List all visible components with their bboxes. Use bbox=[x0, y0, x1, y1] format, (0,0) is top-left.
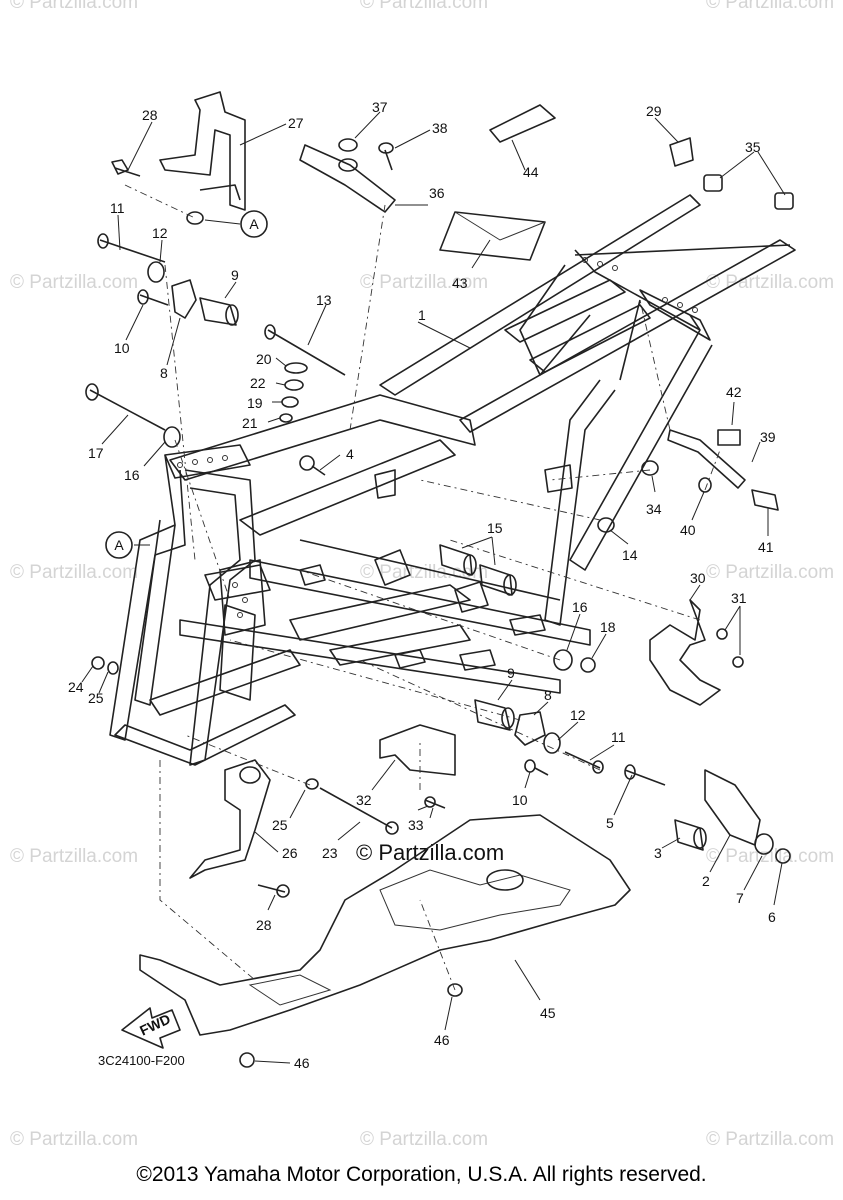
ref-mark-a: A bbox=[114, 537, 124, 553]
callout-1: 1 bbox=[418, 307, 426, 323]
callout-21: 21 bbox=[242, 415, 258, 431]
callout-39: 39 bbox=[760, 429, 776, 445]
callout-numbers: 1 2 3 4 5 6 7 8 8 9 9 10 10 11 11 12 12 … bbox=[68, 99, 776, 1071]
watermark: © Partzilla.com bbox=[10, 562, 138, 583]
main-frame bbox=[109, 194, 796, 766]
ref-mark-a: A bbox=[249, 216, 259, 232]
watermark: © Partzilla.com bbox=[360, 0, 488, 13]
callout-13: 13 bbox=[316, 292, 332, 308]
callout-44: 44 bbox=[523, 164, 539, 180]
watermark-group: © Partzilla.com © Partzilla.com © Partzi… bbox=[10, 0, 834, 1150]
watermark: © Partzilla.com bbox=[10, 1129, 138, 1150]
callout-11: 11 bbox=[611, 729, 626, 745]
callout-46: 46 bbox=[434, 1032, 450, 1048]
callout-16: 16 bbox=[124, 467, 140, 483]
callout-16: 16 bbox=[572, 599, 588, 615]
callout-5: 5 bbox=[606, 815, 614, 831]
watermark: © Partzilla.com bbox=[706, 1129, 834, 1150]
callout-6: 6 bbox=[768, 909, 776, 925]
callout-35: 35 bbox=[745, 139, 761, 155]
callout-14: 14 bbox=[622, 547, 638, 563]
callout-37: 37 bbox=[372, 99, 388, 115]
callout-18: 18 bbox=[600, 619, 616, 635]
ref-circle bbox=[240, 210, 268, 238]
callout-11: 11 bbox=[110, 200, 125, 216]
callout-32: 32 bbox=[356, 792, 372, 808]
watermark: © Partzilla.com bbox=[706, 272, 834, 293]
watermark-center: © Partzilla.com bbox=[356, 840, 504, 865]
callout-8: 8 bbox=[544, 687, 552, 703]
watermark: © Partzilla.com bbox=[706, 0, 834, 13]
alignment-lines bbox=[124, 184, 721, 991]
callout-45: 45 bbox=[540, 1005, 556, 1021]
watermark: © Partzilla.com bbox=[10, 846, 138, 867]
callout-12: 12 bbox=[152, 225, 168, 241]
callout-10: 10 bbox=[114, 340, 130, 356]
callout-23: 23 bbox=[322, 845, 338, 861]
watermark: © Partzilla.com bbox=[706, 846, 834, 867]
callout-9: 9 bbox=[231, 267, 239, 283]
callout-17: 17 bbox=[88, 445, 104, 461]
callout-3: 3 bbox=[654, 845, 662, 861]
callout-27: 27 bbox=[288, 115, 304, 131]
callout-19: 19 bbox=[247, 395, 263, 411]
reference-marks: A A bbox=[105, 210, 268, 559]
callout-12: 12 bbox=[570, 707, 586, 723]
callout-22: 22 bbox=[250, 375, 266, 391]
callout-9: 9 bbox=[507, 665, 515, 681]
callout-43: 43 bbox=[452, 275, 468, 291]
callout-42: 42 bbox=[726, 384, 742, 400]
callout-28: 28 bbox=[256, 917, 272, 933]
callout-7: 7 bbox=[736, 890, 744, 906]
callout-41: 41 bbox=[758, 539, 774, 555]
callout-33: 33 bbox=[408, 817, 424, 833]
callout-24: 24 bbox=[68, 679, 84, 695]
diagram-code: 3C24100-F200 bbox=[98, 1053, 185, 1068]
callout-20: 20 bbox=[256, 351, 272, 367]
callout-46: 46 bbox=[294, 1055, 310, 1071]
watermark: © Partzilla.com bbox=[360, 562, 488, 583]
leader-lines bbox=[81, 111, 786, 1064]
callout-31: 31 bbox=[731, 590, 747, 606]
callout-29: 29 bbox=[646, 103, 662, 119]
loose-parts bbox=[85, 91, 794, 1068]
callout-28: 28 bbox=[142, 107, 158, 123]
callout-38: 38 bbox=[432, 120, 448, 136]
callout-30: 30 bbox=[690, 570, 706, 586]
callout-2: 2 bbox=[702, 873, 710, 889]
copyright-notice: ©2013 Yamaha Motor Corporation, U.S.A. A… bbox=[136, 1163, 707, 1186]
ref-circle bbox=[105, 531, 133, 559]
callout-25: 25 bbox=[272, 817, 288, 833]
callout-15: 15 bbox=[487, 520, 503, 536]
callout-25: 25 bbox=[88, 690, 104, 706]
watermark: © Partzilla.com bbox=[360, 272, 488, 293]
callout-40: 40 bbox=[680, 522, 696, 538]
callout-4: 4 bbox=[346, 446, 354, 462]
watermark: © Partzilla.com bbox=[10, 0, 138, 13]
callout-8: 8 bbox=[160, 365, 168, 381]
watermark: © Partzilla.com bbox=[360, 1129, 488, 1150]
callout-34: 34 bbox=[646, 501, 662, 517]
callout-10: 10 bbox=[512, 792, 528, 808]
watermark: © Partzilla.com bbox=[10, 272, 138, 293]
watermark: © Partzilla.com bbox=[706, 562, 834, 583]
callout-36: 36 bbox=[429, 185, 445, 201]
callout-26: 26 bbox=[282, 845, 298, 861]
